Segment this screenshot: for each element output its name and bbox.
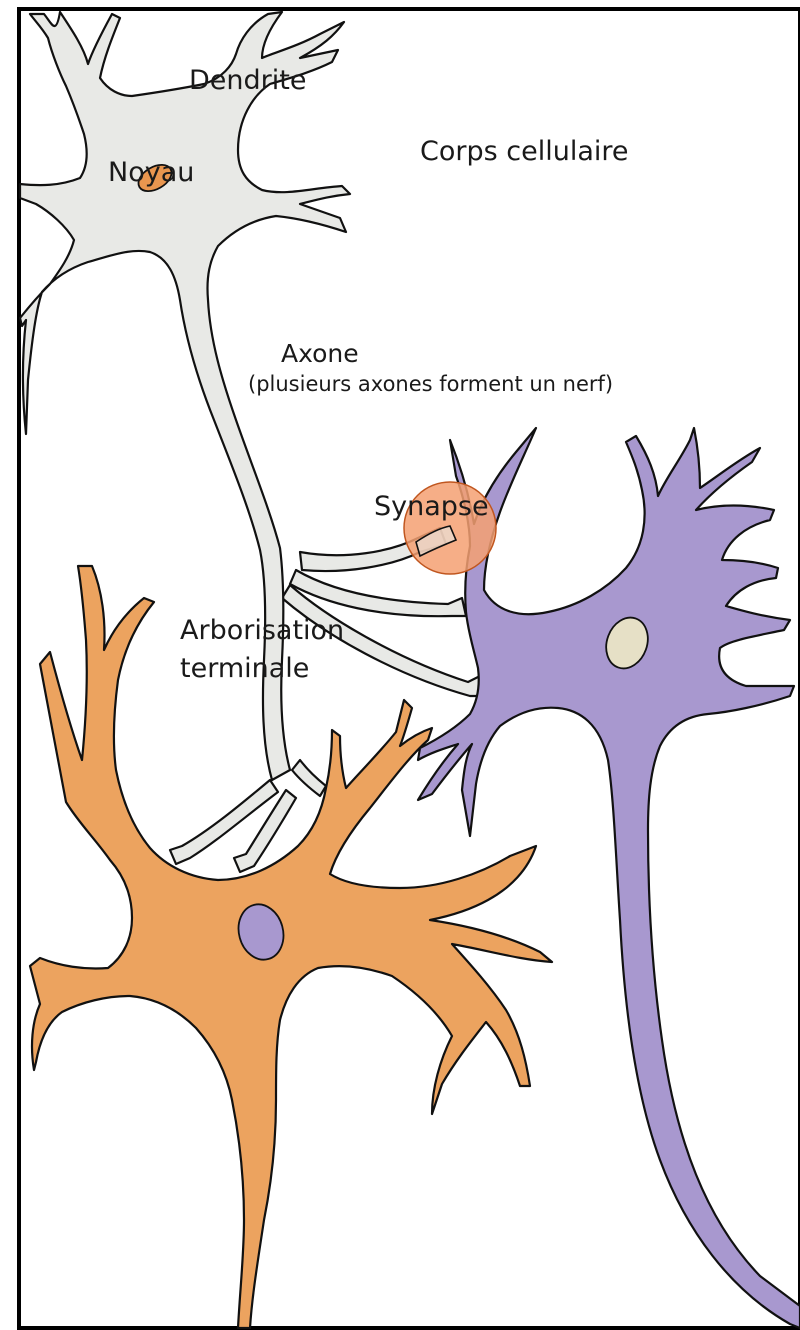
label-axone: Axone: [281, 339, 359, 368]
label-terminale: terminale: [180, 653, 309, 684]
label-arborisation: Arborisation: [180, 615, 344, 646]
label-synapse: Synapse: [374, 491, 489, 522]
label-axone-note: (plusieurs axones forment un nerf): [248, 372, 613, 396]
label-noyau: Noyau: [108, 157, 194, 188]
label-dendrite: Dendrite: [189, 65, 306, 96]
label-corps-cellulaire: Corps cellulaire: [420, 136, 629, 167]
